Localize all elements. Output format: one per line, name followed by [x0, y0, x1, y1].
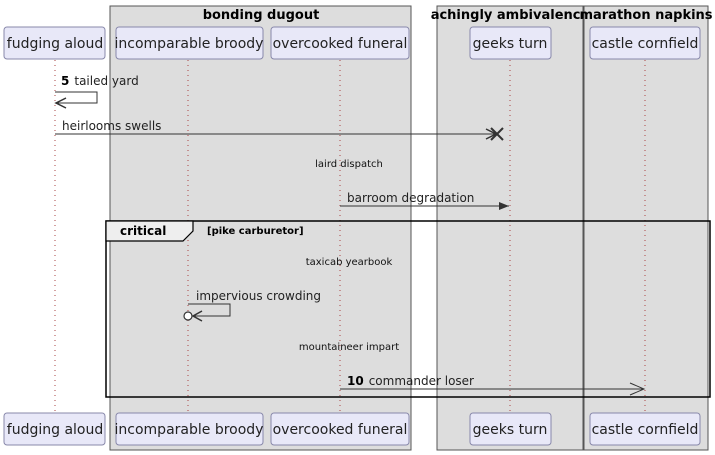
group-box-title: achingly ambivalence [431, 8, 590, 23]
divider-label: taxicab yearbook [306, 257, 393, 268]
participant-label: overcooked funeral [273, 422, 408, 438]
participant-geeks-turn-bottom[interactable]: geeks turn [469, 412, 552, 446]
group-box-title: bonding dugout [203, 8, 320, 23]
message-label: heirlooms swells [62, 119, 161, 133]
divider-mountaineer-impart: mountaineer impart [299, 342, 399, 353]
divider-taxicab-yearbook: taxicab yearbook [306, 257, 393, 268]
message-heirlooms-swells[interactable]: heirlooms swells [55, 119, 504, 141]
message-number: 5 [61, 74, 69, 88]
participant-label: fudging aloud [7, 422, 103, 438]
message-commander-loser[interactable]: 10 commander loser [340, 374, 646, 396]
fragment-operator: critical [120, 224, 166, 238]
participant-label: geeks turn [473, 422, 548, 438]
participant-incomparable-broody-top[interactable]: incomparable broody [115, 26, 264, 60]
divider-label: laird dispatch [315, 159, 383, 170]
message-tailed-yard[interactable]: 5 tailed yard [54, 74, 139, 109]
participant-fudging-aloud-top[interactable]: fudging aloud [3, 26, 106, 60]
participant-label: incomparable broody [115, 422, 264, 438]
lost-message-circle-icon [183, 311, 193, 321]
participant-label: fudging aloud [7, 36, 103, 52]
message-label: tailed yard [74, 74, 138, 88]
message-label: barroom degradation [347, 191, 474, 205]
divider-label: mountaineer impart [299, 342, 399, 353]
message-label: commander loser [369, 374, 474, 388]
participant-castle-cornfield-top[interactable]: castle cornfield [589, 26, 701, 60]
participant-castle-cornfield-bottom[interactable]: castle cornfield [589, 412, 701, 446]
participant-label: geeks turn [473, 36, 548, 52]
message-number: 10 [347, 374, 364, 388]
participant-overcooked-funeral-top[interactable]: overcooked funeral [270, 26, 410, 60]
participant-overcooked-funeral-bottom[interactable]: overcooked funeral [270, 412, 410, 446]
message-impervious-crowding[interactable]: impervious crowding [183, 289, 321, 322]
participant-label: overcooked funeral [273, 36, 408, 52]
participant-label: castle cornfield [592, 422, 699, 438]
group-box-marathon-napkins: marathon napkins [579, 5, 713, 451]
fragment-critical: critical [pike carburetor] [105, 220, 711, 398]
divider-laird-dispatch: laird dispatch [315, 159, 383, 170]
message-label: impervious crowding [196, 289, 321, 303]
participant-fudging-aloud-bottom[interactable]: fudging aloud [3, 412, 106, 446]
participant-incomparable-broody-bottom[interactable]: incomparable broody [115, 412, 264, 446]
participant-label: incomparable broody [115, 36, 264, 52]
fragment-condition: [pike carburetor] [207, 226, 304, 237]
group-box-title: marathon napkins [579, 8, 712, 23]
message-barroom-degradation[interactable]: barroom degradation [340, 191, 509, 210]
destroy-x-icon [490, 127, 504, 141]
participant-geeks-turn-top[interactable]: geeks turn [469, 26, 552, 60]
participant-label: castle cornfield [592, 36, 699, 52]
